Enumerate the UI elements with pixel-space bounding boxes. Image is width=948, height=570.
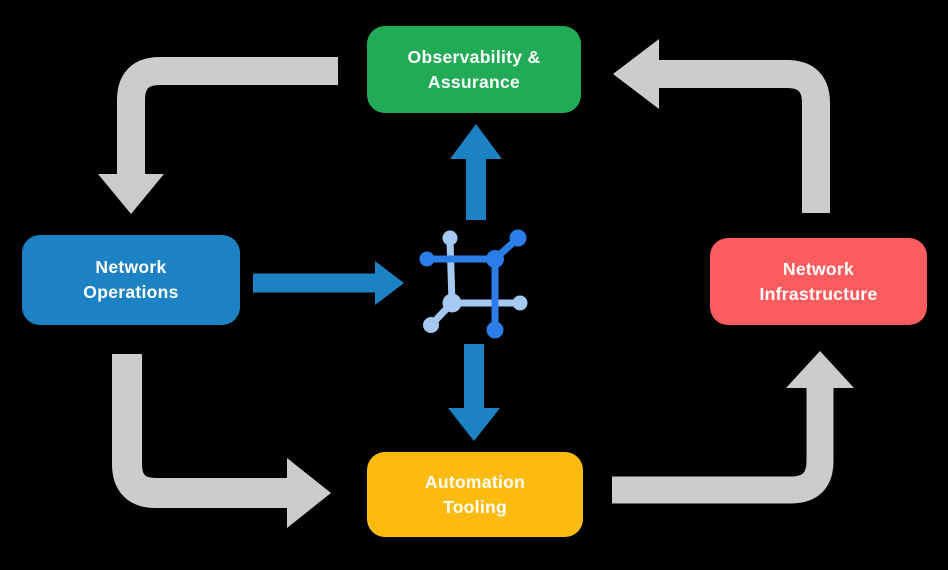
arrow-hub-to-automation: [448, 344, 500, 441]
node-observability-assurance: Observability & Assurance: [367, 26, 581, 113]
icon-edge-left: [446, 236, 456, 306]
arrow-head: [375, 261, 404, 305]
arrow-operations-to-hub: [253, 261, 404, 305]
icon-dot-bottom: [486, 321, 504, 339]
icon-dot-upright: [509, 229, 527, 247]
arrow-head: [613, 39, 659, 109]
node-label: Network Operations: [83, 257, 179, 302]
icon-dot-right: [512, 295, 528, 311]
arrow-observability-to-operations: [98, 57, 338, 214]
node-automation-tooling: Automation Tooling: [367, 452, 583, 537]
node-label: Automation Tooling: [424, 471, 526, 517]
arrow-shaft: [112, 354, 289, 508]
arrow-head: [287, 458, 331, 528]
icon-dot-top: [442, 230, 458, 246]
node-label: Network Infrastructure: [759, 258, 878, 304]
arrow-hub-to-observability: [450, 124, 502, 220]
arrow-shaft: [117, 57, 338, 176]
arrow-head: [98, 174, 164, 214]
arrow-shaft: [657, 60, 830, 213]
icon-dot-downleft: [423, 317, 439, 333]
network-hub-icon: [419, 229, 528, 339]
icon-corner-topright: [486, 250, 504, 268]
node-label: Observability & Assurance: [407, 46, 541, 92]
arrow-infrastructure-to-observability: [613, 39, 830, 213]
arrow-head: [786, 351, 854, 388]
arrow-head: [448, 408, 500, 441]
arrow-head: [450, 124, 502, 159]
icon-corner-bottomleft: [442, 293, 462, 313]
arrow-shaft: [612, 386, 834, 504]
icon-dot-left: [419, 251, 435, 267]
node-network-infrastructure: Network Infrastructure: [710, 238, 927, 325]
arrow-automation-to-infrastructure: [612, 351, 854, 504]
node-network-operations: Network Operations: [22, 235, 240, 325]
arrow-operations-to-automation: [112, 354, 331, 528]
